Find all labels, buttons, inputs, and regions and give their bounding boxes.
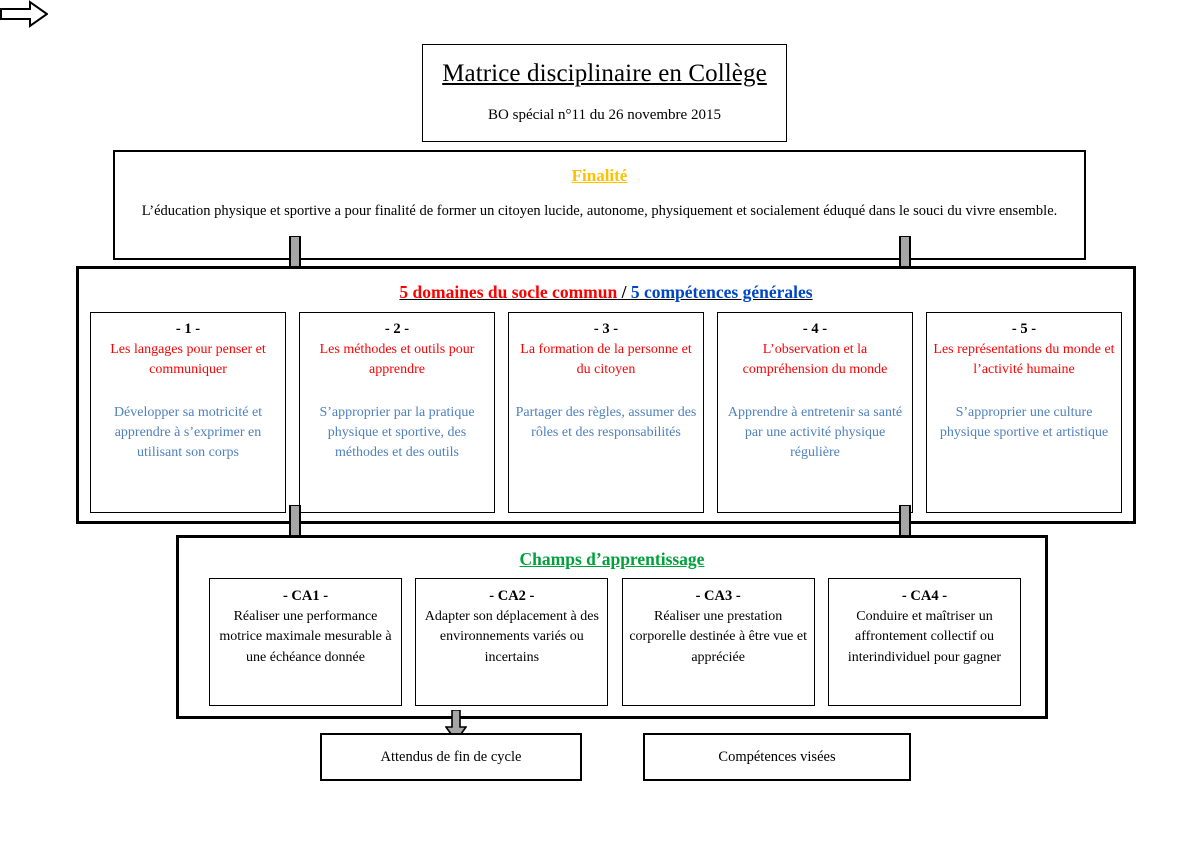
champ-number: - CA4 - bbox=[901, 588, 948, 604]
champ-number: - CA2 - bbox=[489, 588, 535, 604]
domain-title: La formation de la personne et du citoye… bbox=[520, 342, 692, 378]
finalite-heading: Finalité bbox=[571, 166, 628, 185]
champ-number: - CA3 - bbox=[695, 588, 741, 604]
domain-number: - 5 - bbox=[1011, 321, 1037, 337]
champ-card-row: - CA1 - Réaliser une performance motrice… bbox=[209, 578, 1021, 706]
champ-description: Conduire et maîtriser un affrontement co… bbox=[847, 609, 1002, 665]
domain-competence: Partager des règles, assumer des rôles e… bbox=[515, 404, 697, 440]
domain-card-5: - 5 - Les représentations du monde et l’… bbox=[926, 312, 1122, 513]
champ-description: Adapter son déplacement à des environnem… bbox=[424, 609, 599, 665]
socle-heading-competences: 5 compétences générales bbox=[630, 282, 813, 302]
champ-number: - CA1 - bbox=[282, 588, 329, 604]
competences-label: Compétences visées bbox=[718, 748, 836, 765]
arrow-right-icon-attendus-to-competences bbox=[0, 0, 48, 28]
finalite-section: Finalité L’éducation physique et sportiv… bbox=[113, 150, 1086, 260]
champ-card-ca2: - CA2 - Adapter son déplacement à des en… bbox=[415, 578, 609, 706]
domain-title: Les méthodes et outils pour apprendre bbox=[319, 342, 475, 378]
domain-competence: Développer sa motricité et apprendre à s… bbox=[113, 404, 263, 461]
domain-title: L’observation et la compréhension du mon… bbox=[742, 342, 888, 378]
attendus-label: Attendus de fin de cycle bbox=[380, 748, 522, 765]
domain-competence: Apprendre à entretenir sa santé par une … bbox=[727, 404, 903, 461]
domain-number: - 4 - bbox=[802, 321, 828, 337]
domain-number: - 3 - bbox=[593, 321, 619, 337]
champ-description: Réaliser une prestation corporelle desti… bbox=[629, 609, 807, 665]
domain-competence: S’approprier une culture physique sporti… bbox=[939, 404, 1109, 440]
domain-card-4: - 4 - L’observation et la compréhension … bbox=[717, 312, 913, 513]
domain-card-3: - 3 - La formation de la personne et du … bbox=[508, 312, 704, 513]
champs-heading: Champs d’apprentissage bbox=[519, 549, 705, 569]
domain-title: Les langages pour penser et communiquer bbox=[110, 342, 266, 378]
champ-description: Réaliser une performance motrice maximal… bbox=[219, 609, 392, 665]
finalite-text: L’éducation physique et sportive a pour … bbox=[141, 203, 1058, 219]
socle-heading: 5 domaines du socle commun / 5 compétenc… bbox=[399, 282, 812, 303]
domain-number: - 1 - bbox=[175, 321, 201, 337]
page-title: Matrice disciplinaire en Collège bbox=[442, 60, 767, 87]
page-subtitle: BO spécial n°11 du 26 novembre 2015 bbox=[488, 106, 721, 123]
domain-number: - 2 - bbox=[384, 321, 410, 337]
socle-heading-separator: / bbox=[617, 282, 631, 302]
domain-card-1: - 1 - Les langages pour penser et commun… bbox=[90, 312, 286, 513]
attendus-fin-de-cycle-box: Attendus de fin de cycle bbox=[320, 733, 582, 781]
domain-card-2: - 2 - Les méthodes et outils pour appren… bbox=[299, 312, 495, 513]
competences-visees-box: Compétences visées bbox=[643, 733, 911, 781]
socle-heading-domaines: 5 domaines du socle commun bbox=[399, 282, 618, 302]
title-box: Matrice disciplinaire en Collège BO spéc… bbox=[422, 44, 787, 142]
champ-card-ca4: - CA4 - Conduire et maîtriser un affront… bbox=[827, 578, 1021, 706]
champ-card-ca1: - CA1 - Réaliser une performance motrice… bbox=[209, 578, 402, 706]
domain-competence: S’approprier par la pratique physique et… bbox=[319, 404, 475, 461]
domain-card-row: - 1 - Les langages pour penser et commun… bbox=[90, 312, 1122, 513]
champs-apprentissage-section: Champs d’apprentissage - CA1 - Réaliser … bbox=[176, 535, 1048, 719]
domain-title: Les représentations du monde et l’activi… bbox=[933, 342, 1115, 378]
champ-card-ca3: - CA3 - Réaliser une prestation corporel… bbox=[621, 578, 815, 706]
socle-commun-section: 5 domaines du socle commun / 5 compétenc… bbox=[76, 266, 1136, 524]
